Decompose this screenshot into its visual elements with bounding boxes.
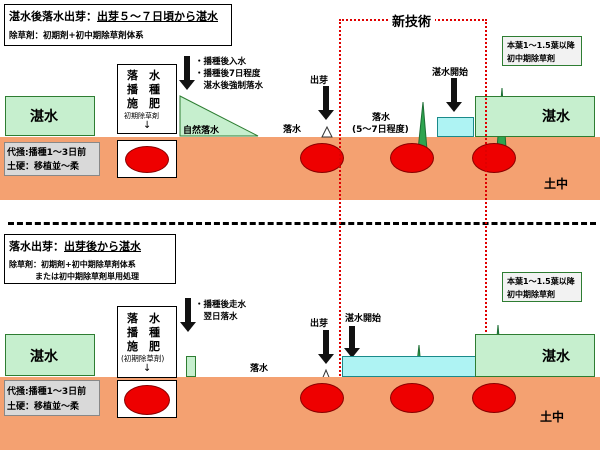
bottom-herbicide-2: または初中期除草剤単用処理 xyxy=(35,272,139,281)
bottom-right-label-2: 初中期除草剤 xyxy=(507,290,555,299)
bottom-left-water xyxy=(5,334,95,376)
top-flood-block xyxy=(437,117,474,137)
bottom-note-1: ・播種後走水 xyxy=(195,300,247,310)
top-left-water-label: 湛水 xyxy=(30,109,58,125)
bottom-seed-3 xyxy=(390,383,434,413)
bottom-seed-1 xyxy=(124,385,170,415)
top-flood-arrow-icon xyxy=(446,78,462,112)
top-seed-3 xyxy=(390,143,434,173)
bottom-down-arrow-icon xyxy=(180,298,196,332)
top-right-label-2: 初中期除草剤 xyxy=(507,54,555,63)
bottom-drain-label: 落水 xyxy=(250,364,269,374)
top-right-label-box: 本葉1～1.5葉以降 初中期除草剤 xyxy=(502,36,582,66)
top-natural-drain-label: 自然落水 xyxy=(183,126,220,136)
top-right-water-label: 湛水 xyxy=(542,109,570,125)
down-arrow-icon: ↓ xyxy=(143,120,152,131)
bottom-sowing-box: 落 水 播 種 施 肥 (初期除草剤) ↓ xyxy=(117,306,177,378)
bottom-right-water-label: 湛水 xyxy=(542,349,570,365)
down-arrow-icon: ↓ xyxy=(143,363,152,374)
top-herbicide: 除草剤：初期剤+初中期除草剤体系 xyxy=(9,31,144,41)
top-note-1: ・播種後入水 xyxy=(195,57,247,67)
top-sowing-line1: 落 水 xyxy=(127,69,160,82)
top-info-box xyxy=(4,142,100,176)
top-seed-2 xyxy=(300,143,344,173)
bottom-sowing-line3: 施 肥 xyxy=(127,340,160,353)
bottom-flood-arrow-icon xyxy=(344,326,360,358)
top-title-prefix: 湛水後落水出芽： xyxy=(9,10,97,23)
bottom-info-box xyxy=(4,380,100,416)
top-note-2: ・播種後7日程度 xyxy=(195,69,261,79)
bottom-left-water-label: 湛水 xyxy=(30,349,58,365)
top-emergence-label: 出芽 xyxy=(310,76,329,86)
bottom-seed-4 xyxy=(472,383,516,413)
top-drain-label: 落水 xyxy=(283,125,302,135)
top-sowing-sub: 初期除草剤 xyxy=(124,112,159,120)
bottom-small-water xyxy=(186,356,196,377)
bottom-right-water xyxy=(475,334,595,377)
top-right-label-1: 本葉1～1.5葉以降 xyxy=(507,41,575,50)
bottom-right-label-1: 本葉1～1.5葉以降 xyxy=(507,277,575,286)
top-seed-4 xyxy=(472,143,516,173)
bottom-info-line1: 代掻:播種1～3日前 xyxy=(7,387,87,397)
new-tech-label: 新技術 xyxy=(388,11,436,30)
top-title-emph: 出芽５～７日頃から湛水 xyxy=(97,10,218,23)
bottom-title-box: 落水出芽：出芽後から湛水 除草剤：初期剤+初中期除草剤体系 または初中期除草剤単… xyxy=(4,234,176,284)
bottom-right-label-box: 本葉1～1.5葉以降 初中期除草剤 xyxy=(502,272,582,302)
bottom-emergence-arrow-icon xyxy=(318,330,334,364)
bottom-sowing-line1: 落 水 xyxy=(127,312,160,325)
top-info-line2: 土硬：移植並～柔 xyxy=(7,162,80,172)
top-soil-label: 土中 xyxy=(544,177,569,191)
top-emergence-tip xyxy=(321,125,333,138)
top-sowing-line2: 播 種 xyxy=(127,83,160,96)
bottom-seed-2 xyxy=(300,383,344,413)
bottom-flood-block xyxy=(342,356,476,377)
top-sowing-line3: 施 肥 xyxy=(127,97,160,110)
bottom-note-2: 翌日落水 xyxy=(195,312,238,322)
top-emergence-arrow-icon xyxy=(318,86,334,120)
top-title-box: 湛水後落水出芽：出芽５～７日頃から湛水 除草剤：初期剤+初中期除草剤体系 xyxy=(4,4,232,46)
top-natural-drain-wedge xyxy=(179,95,259,137)
bottom-soil-label: 土中 xyxy=(540,410,565,424)
bottom-title-emph: 出芽後から湛水 xyxy=(64,240,141,253)
bottom-title-prefix: 落水出芽： xyxy=(9,240,64,253)
top-right-water xyxy=(475,96,595,137)
top-drain-days-1: 落水 xyxy=(372,113,391,123)
bottom-herbicide-1: 除草剤：初期剤+初中期除草剤体系 xyxy=(9,260,136,269)
bottom-flood-start-label: 湛水開始 xyxy=(345,314,382,324)
bottom-info-line2: 土硬：移植並～柔 xyxy=(7,402,80,412)
bottom-sowing-sub: (初期除草剤) xyxy=(121,354,165,363)
top-sowing-box: 落 水 播 種 施 肥 初期除草剤 ↓ xyxy=(117,64,177,134)
top-flood-start-label: 湛水開始 xyxy=(432,68,469,78)
top-seed-1 xyxy=(125,146,169,173)
section-divider xyxy=(8,222,596,225)
top-info-line1: 代掻:播種1～3日前 xyxy=(7,148,87,158)
top-left-water xyxy=(5,96,95,136)
top-drain-days-2: (5～7日程度) xyxy=(352,125,409,135)
bottom-sowing-line2: 播 種 xyxy=(127,326,160,339)
top-down-arrow-icon xyxy=(179,56,195,90)
bottom-emergence-label: 出芽 xyxy=(310,319,329,329)
top-note-3: 湛水後強制落水 xyxy=(195,81,264,91)
